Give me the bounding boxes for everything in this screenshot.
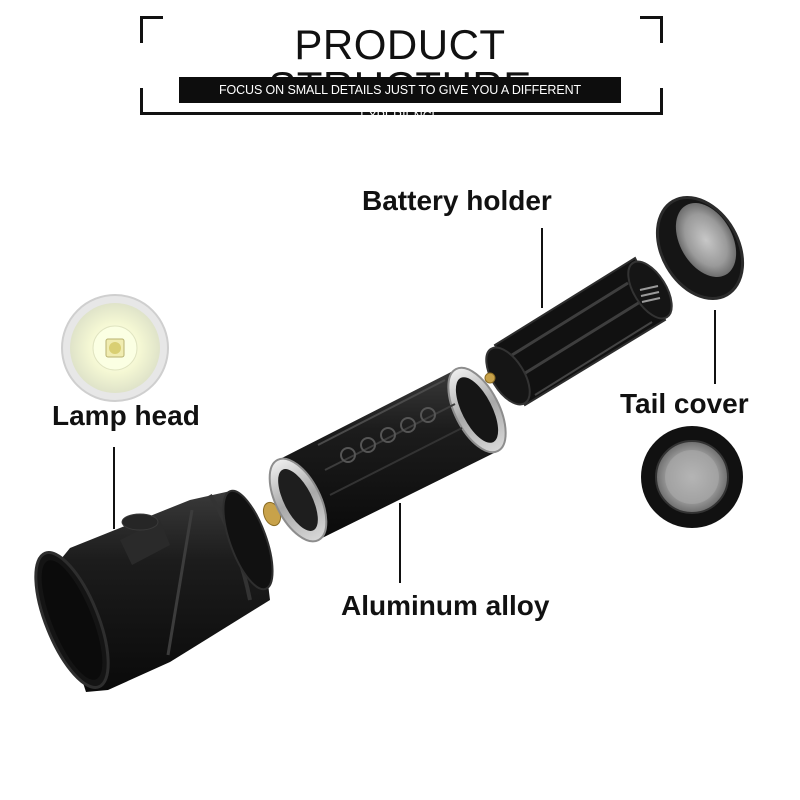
aluminum-alloy-label: Aluminum alloy [341, 592, 549, 620]
battery-holder-label: Battery holder [362, 187, 552, 215]
tail-cover-top-view [641, 426, 743, 528]
tail-cover-leader [714, 310, 716, 384]
tail-cover-label: Tail cover [620, 390, 749, 418]
aluminum-alloy-leader [399, 503, 401, 583]
lamp-head-body [21, 485, 283, 697]
lamp-head-leader [113, 447, 115, 529]
battery-holder-leader [541, 228, 543, 308]
lamp-head-label: Lamp head [52, 402, 200, 430]
aluminum-alloy-tube [258, 359, 518, 550]
lamp-head-front-view [62, 295, 168, 401]
